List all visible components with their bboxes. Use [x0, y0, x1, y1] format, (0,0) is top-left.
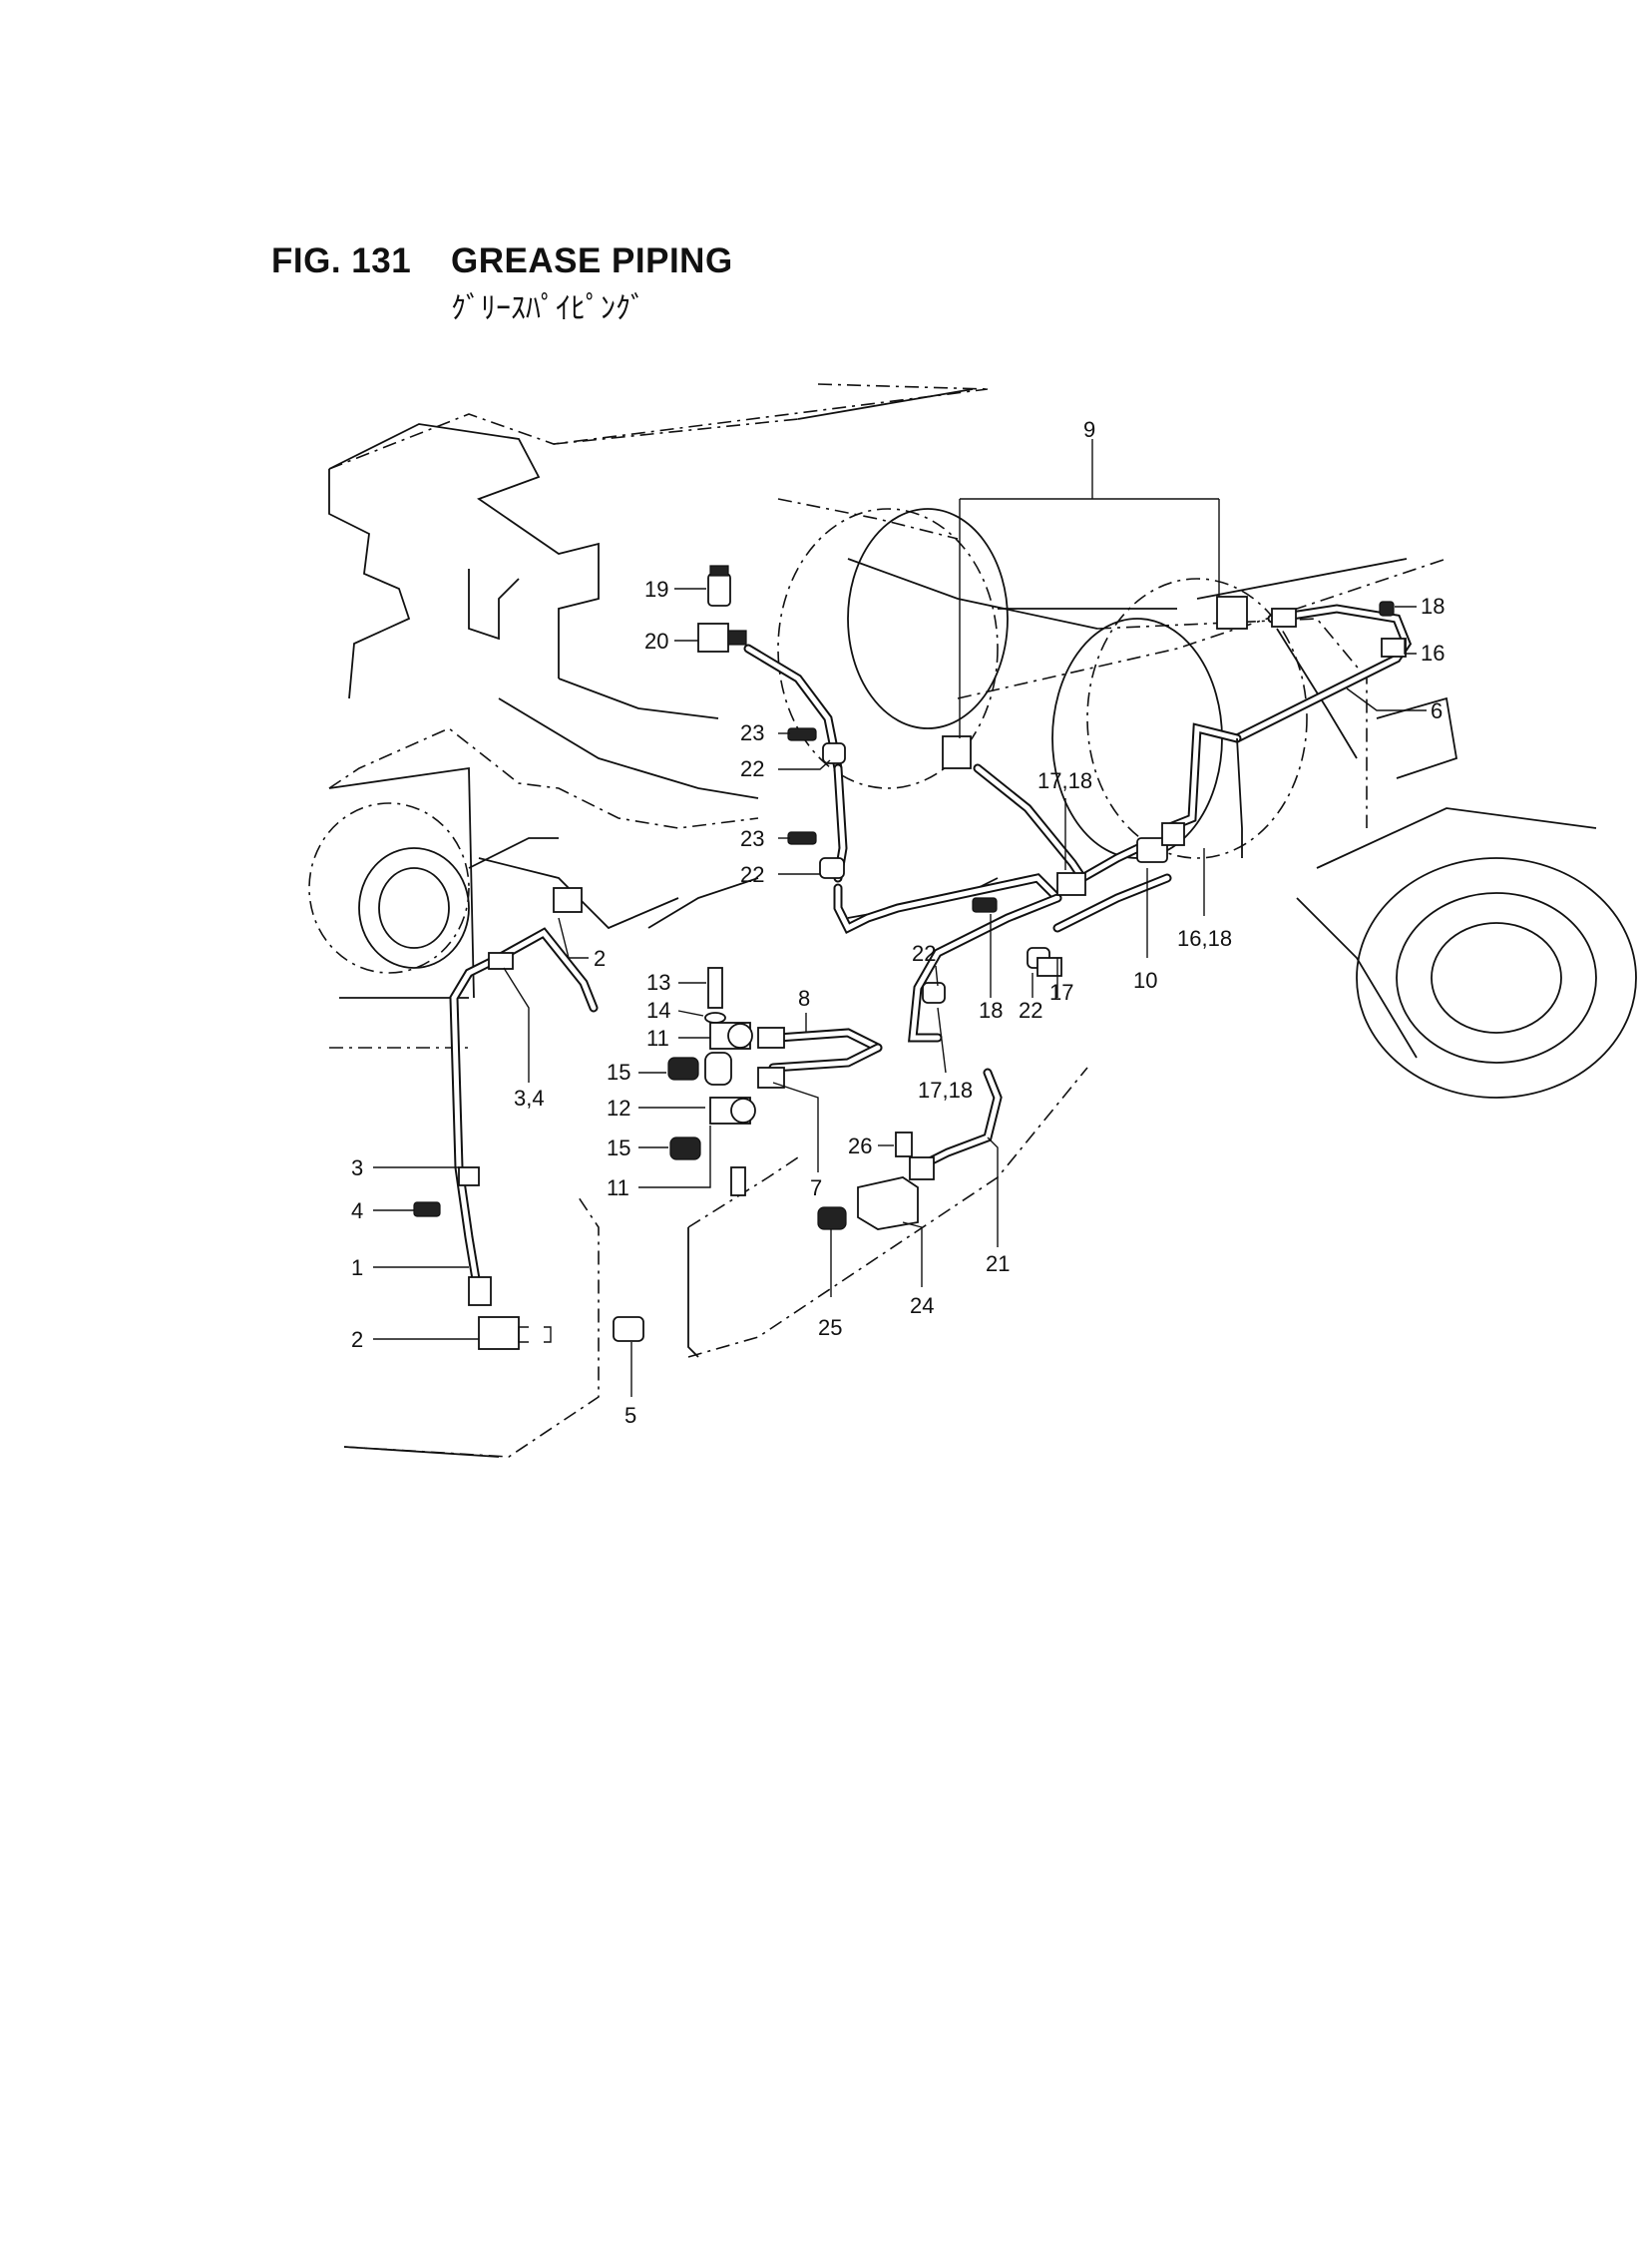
callout-6: 6 — [1431, 698, 1443, 723]
figure-number: FIG. 131 — [271, 241, 412, 280]
callout-2: 2 — [351, 1327, 363, 1352]
parts — [413, 565, 1407, 1350]
callout-5: 5 — [624, 1403, 636, 1428]
callout-22: 22 — [1019, 998, 1042, 1023]
callout-21: 21 — [986, 1251, 1010, 1276]
callout-9: 9 — [1083, 417, 1095, 442]
callout-23: 23 — [740, 720, 764, 745]
callout-17-18: 17,18 — [918, 1078, 973, 1103]
callout-26: 26 — [848, 1133, 872, 1158]
leader-lines — [373, 439, 1427, 1397]
callout-16: 16 — [1421, 641, 1445, 666]
callout-4: 4 — [351, 1198, 363, 1223]
callout-labels: 9 18 16 6 19 20 23 22 23 22 17,18 16,18 … — [351, 417, 1445, 1428]
callout-10: 10 — [1133, 968, 1157, 993]
callout-18: 18 — [979, 998, 1003, 1023]
callout-20: 20 — [644, 629, 668, 654]
callout-11: 11 — [646, 1026, 669, 1051]
figure-title: GREASE PIPING — [451, 241, 733, 280]
callout-24: 24 — [910, 1293, 934, 1318]
callout-25: 25 — [818, 1315, 842, 1340]
callout-2: 2 — [594, 946, 606, 971]
callout-22: 22 — [740, 862, 764, 887]
callout-17: 17 — [1049, 980, 1073, 1005]
callout-8: 8 — [798, 986, 810, 1011]
callout-11: 11 — [607, 1175, 629, 1200]
callout-15: 15 — [607, 1135, 630, 1160]
callout-7: 7 — [810, 1175, 822, 1200]
callout-18: 18 — [1421, 594, 1445, 619]
callout-13: 13 — [646, 970, 670, 995]
callout-15: 15 — [607, 1060, 630, 1085]
callout-19: 19 — [644, 577, 668, 602]
callout-16-18: 16,18 — [1177, 926, 1232, 951]
callout-23: 23 — [740, 826, 764, 851]
machine-outline — [308, 383, 1637, 1458]
callout-22: 22 — [912, 941, 936, 966]
callout-17-18: 17,18 — [1037, 768, 1092, 793]
callout-1: 1 — [351, 1255, 363, 1280]
callout-14: 14 — [646, 998, 670, 1023]
callout-3-4: 3,4 — [514, 1086, 545, 1111]
callout-22: 22 — [740, 756, 764, 781]
callout-3: 3 — [351, 1155, 363, 1180]
callout-12: 12 — [607, 1096, 630, 1121]
figure-title-japanese: ｸﾞﾘｰｽﾊﾟｲﾋﾟﾝｸﾞ — [451, 291, 645, 326]
